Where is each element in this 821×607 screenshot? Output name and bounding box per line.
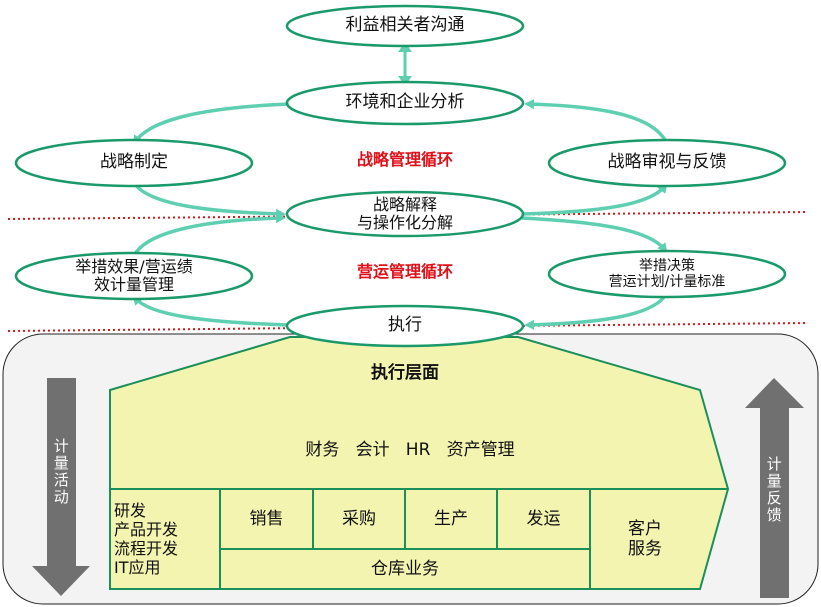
- ellipse-decision: [547, 249, 787, 299]
- customer-service-cell: 客户 服务: [628, 518, 662, 559]
- production-cell: 生产: [434, 508, 468, 529]
- arrow-env-to-make: [132, 102, 289, 146]
- ellipse-execute: [285, 304, 525, 348]
- operational-cycle-label: 营运管理循环: [356, 262, 453, 281]
- ellipse-environment: [285, 80, 525, 126]
- node-execute: 执行: [388, 315, 422, 336]
- arrow-review-to-env: [524, 99, 667, 141]
- ellipse-stakeholder: [285, 4, 525, 48]
- finance-cell: 财务 会计 HR 资产管理: [305, 439, 515, 460]
- node-stakeholder: 利益相关者沟通: [345, 15, 465, 36]
- arrow-decision-to-execute: [524, 294, 667, 330]
- purchasing-cell: 采购: [342, 508, 376, 529]
- ellipse-strategy-review: [547, 138, 787, 188]
- arrow-decompose-to-review: [521, 182, 668, 216]
- strategic-cycle-label: 战略管理循环: [356, 150, 453, 169]
- ellipse-strategy-make: [14, 138, 254, 188]
- rd-cell: 研发 产品开发 流程开发 IT应用: [114, 500, 179, 578]
- ellipse-strategy-decompose: [285, 190, 525, 238]
- arrow-execute-to-measure: [132, 295, 289, 327]
- arrow-make-to-decompose: [133, 182, 286, 219]
- warehouse-cell: 仓库业务: [371, 558, 439, 579]
- measure-activity-label: 计量活动: [51, 438, 70, 506]
- node-strategy-make: 战略制定: [100, 152, 168, 173]
- ellipse-measure-mgmt: [14, 251, 254, 301]
- sales-cell: 销售: [249, 508, 284, 529]
- measure-feedback-label: 计量反馈: [764, 456, 783, 524]
- node-strategy-review: 战略审视与反馈: [607, 152, 727, 173]
- measure-activity-arrow: [32, 378, 90, 596]
- arrow-decompose-to-decision: [521, 216, 668, 254]
- execution-title: 执行层面: [371, 363, 439, 383]
- measure-feedback-arrow: [745, 378, 804, 598]
- node-environment: 环境和企业分析: [345, 92, 465, 113]
- shipping-cell: 发运: [526, 508, 561, 529]
- arrow-measure-to-decompose: [133, 213, 286, 256]
- node-measure-mgmt: 举措效果/营运绩 效计量管理: [75, 256, 193, 294]
- node-decision: 举措决策 营运计划/计量标准: [608, 257, 726, 290]
- node-strategy-decompose: 战略解释 与操作化分解: [356, 194, 453, 232]
